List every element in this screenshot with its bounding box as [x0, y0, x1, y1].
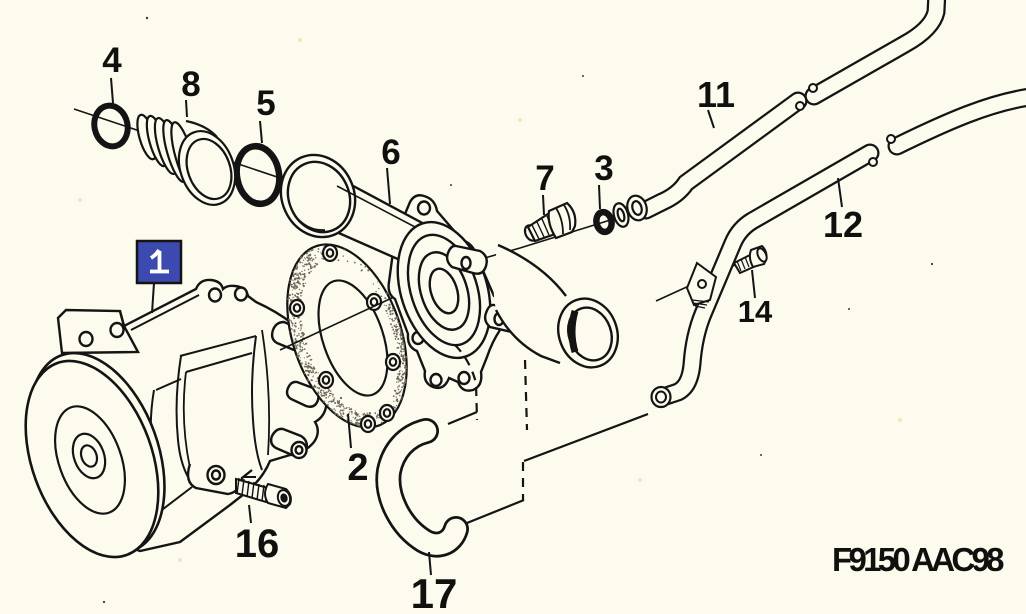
svg-text:14: 14: [738, 294, 773, 329]
svg-text:17: 17: [411, 570, 458, 614]
svg-text:2: 2: [347, 447, 368, 489]
svg-text:3: 3: [594, 149, 613, 188]
svg-text:11: 11: [697, 74, 735, 115]
svg-text:4: 4: [102, 41, 122, 80]
svg-text:8: 8: [181, 65, 200, 104]
svg-text:16: 16: [235, 522, 280, 566]
svg-text:6: 6: [381, 133, 400, 172]
svg-text:12: 12: [823, 204, 863, 245]
svg-text:F9150 AAC98: F9150 AAC98: [832, 541, 1004, 578]
svg-text:5: 5: [256, 84, 275, 123]
svg-text:7: 7: [535, 159, 554, 198]
